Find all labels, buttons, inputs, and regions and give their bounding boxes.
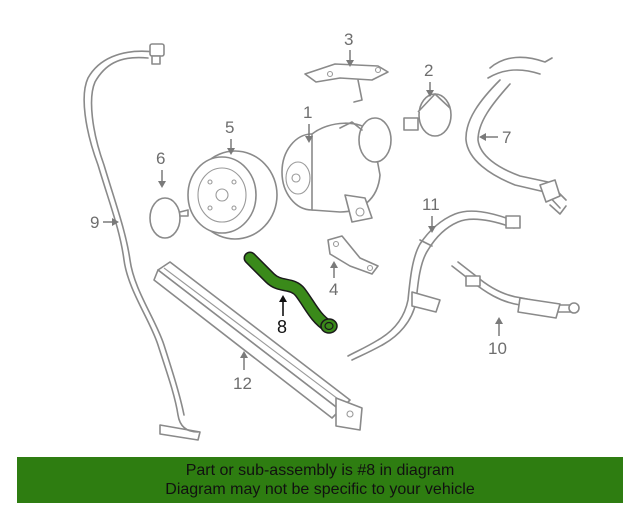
callout-label: 7 <box>502 128 511 147</box>
callout-5: 5 <box>225 118 235 155</box>
callout-label: 3 <box>344 30 353 49</box>
callout-11: 11 <box>422 195 440 233</box>
info-banner: Part or sub-assembly is #8 in diagram Di… <box>17 457 623 503</box>
callout-3: 3 <box>344 30 354 67</box>
callout-label: 4 <box>329 280 338 299</box>
part-11-return-line[interactable] <box>347 210 521 361</box>
callout-label: 12 <box>233 374 252 393</box>
callout-7: 7 <box>479 128 511 147</box>
banner-line-1: Part or sub-assembly is #8 in diagram <box>185 462 455 479</box>
callout-8: 8 <box>277 295 287 337</box>
callout-label: 5 <box>225 118 234 137</box>
callout-label: 8 <box>277 317 287 337</box>
callout-1: 1 <box>303 103 313 143</box>
part-1-pump[interactable] <box>281 117 392 223</box>
callout-2: 2 <box>424 61 434 97</box>
part-5-pulley[interactable] <box>187 150 278 240</box>
part-3-bracket[interactable] <box>304 63 389 103</box>
callout-label: 10 <box>488 339 507 358</box>
callout-label: 9 <box>90 213 99 232</box>
part-7-hose[interactable] <box>465 56 567 215</box>
part-12-cooler[interactable] <box>153 261 363 431</box>
banner-line-2: Diagram may not be specific to your vehi… <box>165 481 475 498</box>
part-9-pressure-line[interactable] <box>83 43 201 441</box>
callout-label: 2 <box>424 61 433 80</box>
part-2-cap[interactable] <box>403 93 452 137</box>
callout-label: 6 <box>156 149 165 168</box>
callout-4: 4 <box>329 261 338 299</box>
part-4-bracket[interactable] <box>327 235 379 275</box>
callout-6: 6 <box>156 149 166 188</box>
callout-9: 9 <box>90 213 119 232</box>
callout-label: 11 <box>422 195 440 214</box>
part-8-hose-highlighted[interactable] <box>243 251 338 334</box>
callout-label: 1 <box>303 103 312 122</box>
part-10-hose[interactable] <box>451 261 580 319</box>
part-6-cover[interactable] <box>149 197 189 239</box>
callout-12: 12 <box>233 351 252 393</box>
callout-10: 10 <box>488 317 507 358</box>
parts-diagram: 1 2 3 4 5 6 7 8 9 10 <box>83 30 580 441</box>
